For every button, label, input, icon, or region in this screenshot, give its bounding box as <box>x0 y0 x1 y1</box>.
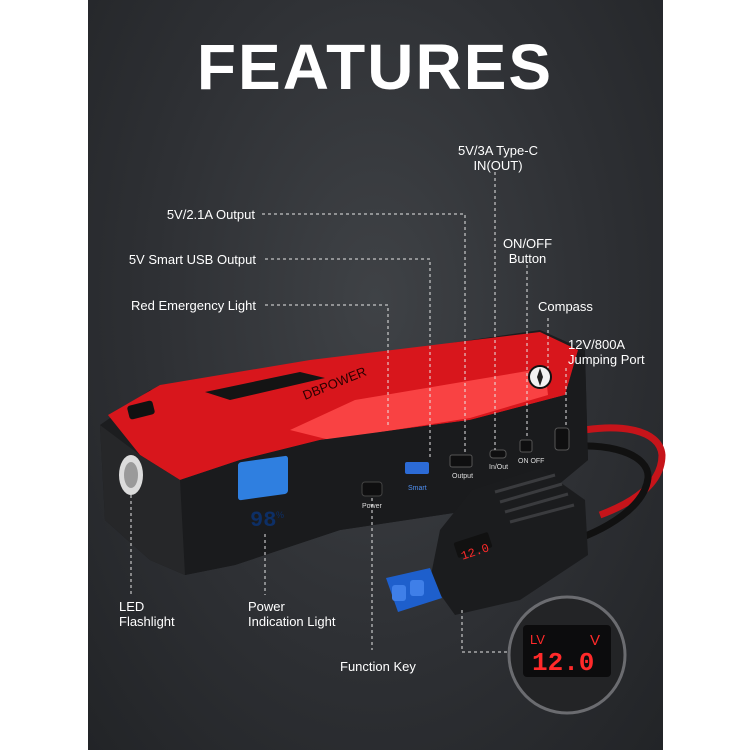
port-label-smart: Smart <box>408 485 427 492</box>
leader-smart-usb <box>265 258 431 460</box>
label-typec-line1: 5V/3A Type-C <box>458 143 538 158</box>
red-emergency-light <box>290 368 548 440</box>
lcd-unit: % <box>276 510 284 520</box>
jumping-port[interactable] <box>554 427 570 451</box>
type-c-port[interactable] <box>489 449 507 459</box>
red-cable <box>559 424 666 519</box>
left-side <box>100 425 185 575</box>
port-label-onoff: ON OFF <box>518 458 544 465</box>
zoom-display-value: 12.0 <box>532 648 594 678</box>
label-function-key: Function Key <box>340 659 416 674</box>
label-onoff: ON/OFF Button <box>490 236 565 266</box>
onoff-switch[interactable] <box>519 439 533 453</box>
zoom-display <box>523 625 611 677</box>
clamp-led-display <box>453 532 493 558</box>
top-black-strip <box>205 372 325 400</box>
smart-usb-port[interactable] <box>405 462 429 474</box>
label-21a-output: 5V/2.1A Output <box>166 207 255 222</box>
label-onoff-line2: Button <box>508 251 547 266</box>
ec5-pin-2 <box>410 580 424 596</box>
label-power-line1: Power <box>248 599 285 614</box>
label-jump-line1: 12V/800A <box>568 337 626 352</box>
page-title: FEATURES <box>196 31 554 103</box>
leader-zoom <box>461 610 510 653</box>
label-typec-line2: IN(OUT) <box>473 158 523 173</box>
zoom-lv-label: LV <box>530 632 545 647</box>
ec5-pin <box>392 585 406 601</box>
label-led-line1: LED <box>119 599 145 614</box>
usb-output-port[interactable] <box>449 454 473 468</box>
top-button <box>127 400 155 420</box>
lcd-screen <box>238 455 288 501</box>
label-power-light: Power Indication Light <box>248 599 335 629</box>
leader-21a-output <box>262 213 466 452</box>
leader-red-light <box>265 304 389 428</box>
leader-lines <box>130 172 567 653</box>
led-flashlight-inner <box>124 462 138 488</box>
label-red-light: Red Emergency Light <box>130 298 256 313</box>
lcd-value: 98 <box>250 508 276 533</box>
power-button[interactable] <box>361 481 383 497</box>
front-face <box>180 352 588 575</box>
label-led: LED Flashlight <box>119 599 175 629</box>
clamp-module <box>430 468 588 615</box>
label-jump-port: 12V/800A Jumping Port <box>568 337 645 367</box>
label-jump-line2: Jumping Port <box>568 352 645 367</box>
label-typec: 5V/3A Type-C IN(OUT) <box>448 143 548 173</box>
port-label-output: Output <box>452 473 473 480</box>
port-label-inout: In/Out <box>489 464 508 471</box>
compass-needle <box>537 368 543 386</box>
zoom-v-label: V <box>590 632 600 649</box>
clamp-ribs <box>494 473 575 524</box>
label-onoff-line1: ON/OFF <box>502 236 553 251</box>
label-compass: Compass <box>538 299 593 314</box>
label-power-line2: Indication Light <box>248 614 336 629</box>
label-led-line2: Flashlight <box>119 614 175 629</box>
label-smart-usb: 5V Smart USB Output <box>128 252 256 267</box>
black-cable <box>554 442 652 549</box>
